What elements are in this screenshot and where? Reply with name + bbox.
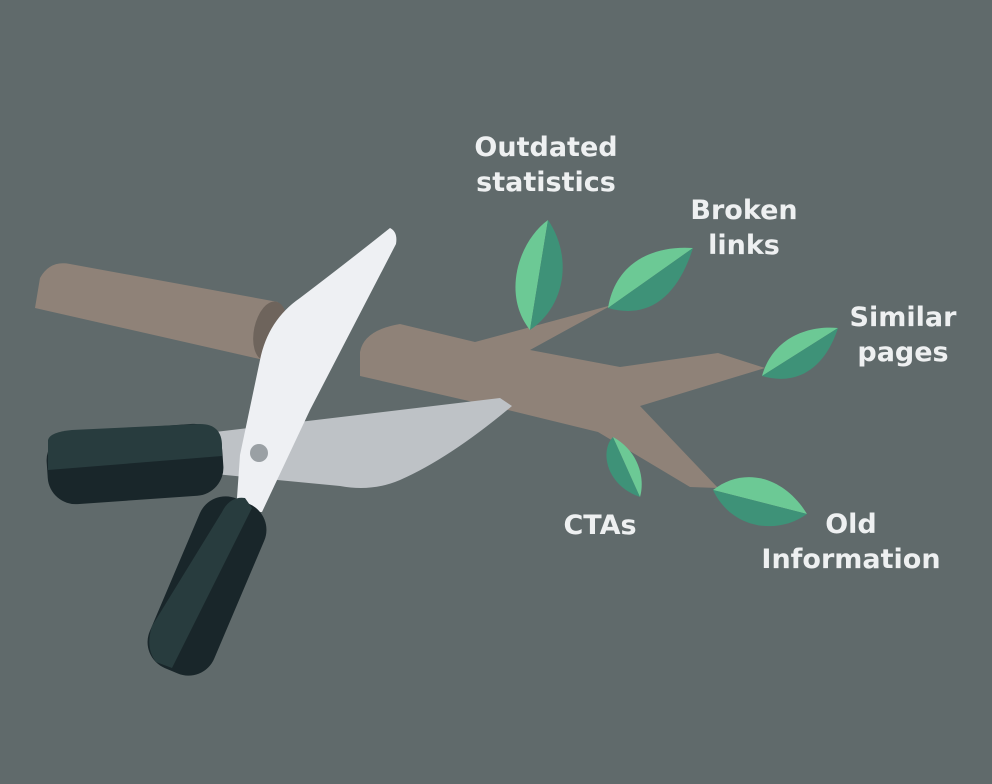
label-similar-pages-line1: Similar	[849, 302, 957, 333]
cut-branch-piece	[35, 263, 287, 361]
leaf-old-information	[713, 477, 807, 527]
pivot-bolt	[250, 444, 268, 462]
label-ctas-line1: CTAs	[563, 510, 637, 541]
label-broken-links-line1: Broken	[690, 195, 798, 226]
main-branch	[360, 305, 765, 488]
upper-blade	[236, 228, 397, 512]
leaf-outdated-statistics	[515, 220, 563, 330]
label-similar-pages: Similar pages	[850, 300, 957, 370]
label-broken-links: Broken links	[690, 193, 797, 263]
label-old-information: Old Information	[761, 507, 940, 577]
leaf-broken-links	[608, 247, 693, 311]
branch-body	[360, 305, 765, 488]
vertical-handle	[147, 496, 267, 676]
label-outdated-statistics-line1: Outdated	[474, 132, 618, 163]
cut-branch-body	[35, 263, 278, 360]
label-old-information-line2: Information	[761, 544, 941, 575]
leaf-similar-pages	[762, 327, 838, 379]
label-outdated-statistics-line2: statistics	[476, 167, 616, 198]
label-outdated-statistics: Outdated statistics	[474, 130, 617, 200]
lower-blade	[215, 398, 512, 488]
label-broken-links-line2: links	[708, 230, 780, 261]
label-old-information-line1: Old	[825, 509, 877, 540]
pruning-shears	[46, 228, 512, 676]
leaf-ctas	[606, 437, 642, 497]
label-similar-pages-line2: pages	[857, 337, 949, 368]
label-ctas: CTAs	[563, 508, 636, 543]
horizontal-handle	[46, 423, 224, 505]
